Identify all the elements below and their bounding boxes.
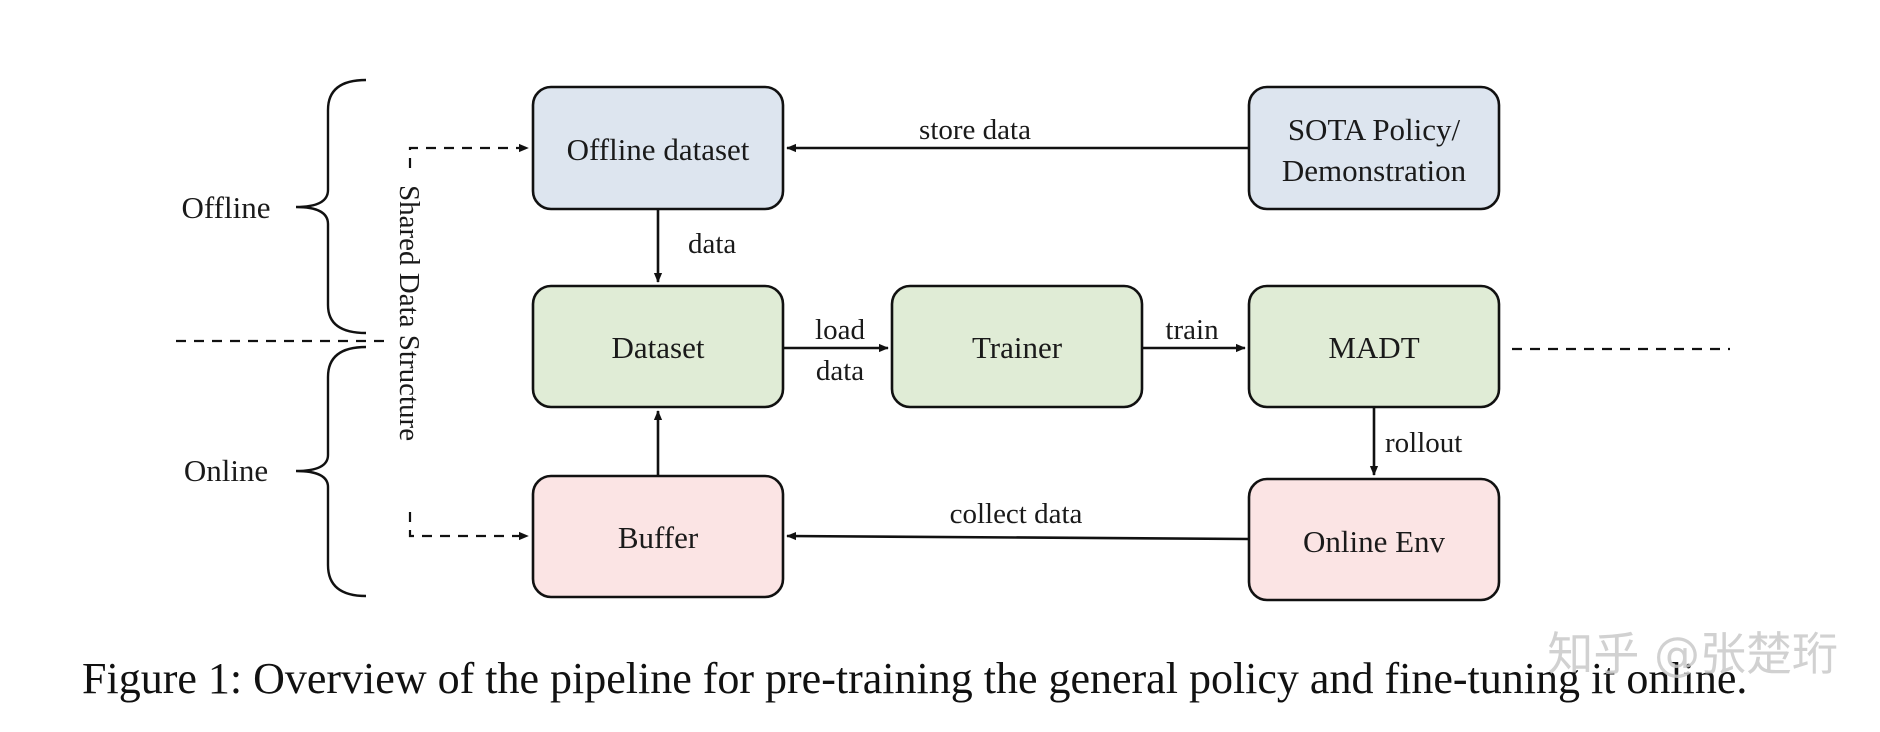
edge-load-data-label-line2: data (816, 355, 864, 387)
shared-structure-label: Shared Data Structure (393, 185, 425, 441)
edge-rollout-label: rollout (1385, 427, 1462, 459)
online-label: Online (184, 453, 268, 488)
edge-load-data-label-line1: load (815, 314, 865, 346)
offline-brace (295, 78, 367, 335)
offline-dataset-label: Offline dataset (567, 132, 750, 167)
buffer-label: Buffer (618, 520, 699, 555)
node-buffer: Buffer (531, 474, 785, 599)
trainer-box (890, 284, 1144, 409)
shared-structure-connector-top (408, 143, 529, 168)
online-env-label: Online Env (1303, 524, 1446, 559)
node-offline-dataset: Offline dataset (531, 85, 785, 211)
node-dataset: Dataset (531, 284, 785, 409)
node-madt: MADT (1247, 284, 1501, 409)
edge-data-label: data (688, 228, 736, 260)
node-sota-policy: SOTA Policy/ Demonstration (1247, 85, 1501, 211)
edge-collect-data-label: collect data (950, 498, 1083, 530)
offline-label: Offline (182, 190, 271, 225)
madt-label: MADT (1328, 330, 1419, 365)
edge-train-label: train (1165, 314, 1219, 346)
node-online-env: Online Env (1247, 477, 1501, 602)
edge-collect-data (786, 531, 1250, 541)
trainer-label: Trainer (972, 330, 1063, 365)
dataset-label: Dataset (612, 330, 705, 365)
sota-policy-label-line2: Demonstration (1282, 153, 1467, 188)
edge-store-data-label: store data (919, 114, 1031, 146)
node-trainer: Trainer (890, 284, 1144, 409)
online-env-box (1247, 477, 1501, 602)
watermark: 知乎 @张楚珩 (1547, 627, 1838, 681)
sota-policy-label-line1: SOTA Policy/ (1288, 112, 1461, 147)
shared-structure-connector-bottom (408, 512, 529, 541)
dataset-box (531, 284, 785, 409)
figure-caption: Figure 1: Overview of the pipeline for p… (82, 654, 1747, 703)
sota-policy-box (1247, 85, 1501, 211)
online-brace (295, 345, 367, 598)
